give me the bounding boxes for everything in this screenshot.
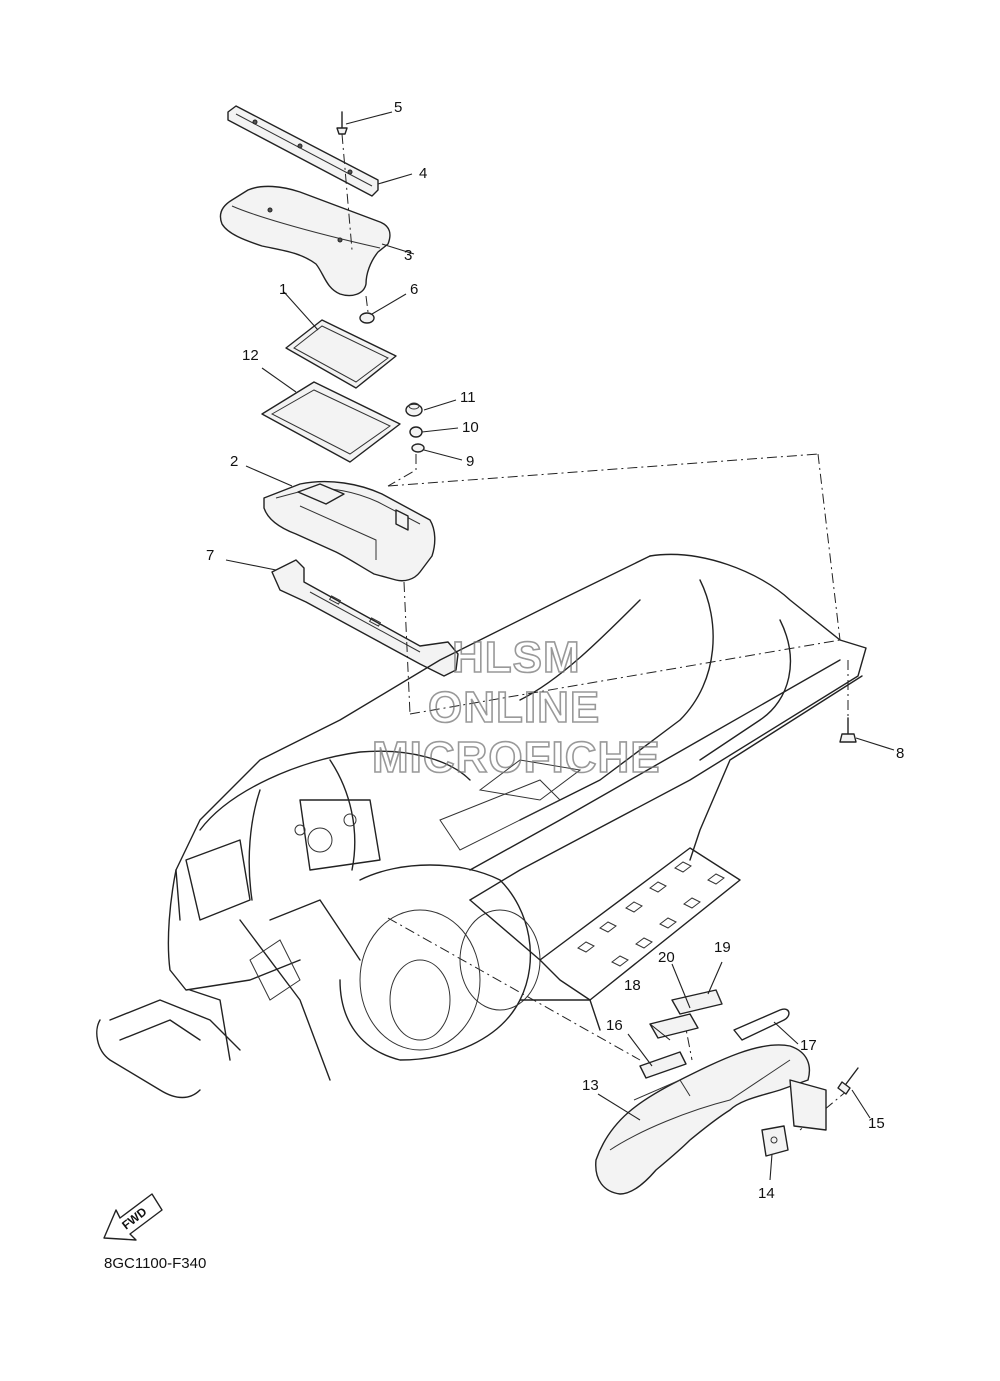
part-14-plate[interactable] [761,1125,789,1157]
part-7-stay[interactable] [271,559,459,677]
callout-19[interactable]: 19 [714,939,731,956]
part-16-plate[interactable] [639,1051,687,1079]
callout-7[interactable]: 7 [206,547,214,564]
callout-11[interactable]: 11 [460,389,476,406]
callout-8[interactable]: 8 [896,745,904,762]
part-6-grommet[interactable] [359,312,375,324]
part-20-label[interactable] [671,989,723,1015]
callout-numbers: 1 2 3 4 5 6 7 8 9 10 11 12 13 14 15 16 1… [206,99,904,1202]
part-10-nut[interactable] [409,426,423,438]
part-13-flap[interactable] [595,1044,811,1195]
callout-1[interactable]: 1 [279,281,287,298]
snowmobile-body [96,553,867,1099]
part-15-screw[interactable] [837,1067,859,1095]
callout-6[interactable]: 6 [410,281,418,298]
part-1-filter[interactable] [285,319,397,389]
callout-15[interactable]: 15 [868,1115,885,1132]
part-3-cover[interactable] [219,185,391,297]
assembly-lines [341,133,849,1131]
callout-16[interactable]: 16 [606,1017,623,1034]
part-12-gasket[interactable] [261,381,401,463]
part-19-leader-target [715,989,723,1005]
watermark-line-3: MICROFICHE [372,733,661,782]
part-5-screw[interactable] [336,111,348,135]
callout-2[interactable]: 2 [230,453,238,470]
diagram-code: 8GC1100-F340 [104,1255,206,1272]
callout-20[interactable]: 20 [658,949,675,966]
part-18-label[interactable] [649,1013,699,1039]
part-9-washer[interactable] [411,443,425,453]
watermark-line-1: HLSM [452,633,581,682]
part-4-bracket[interactable] [227,105,379,197]
callout-3[interactable]: 3 [404,247,412,264]
callout-4[interactable]: 4 [419,165,427,182]
part-2-housing[interactable] [263,480,436,582]
callout-10[interactable]: 10 [462,419,479,436]
fwd-arrow-icon: FWD [103,1193,163,1241]
watermark-line-2: ONLINE [428,683,600,732]
callout-14[interactable]: 14 [758,1185,775,1202]
callout-12[interactable]: 12 [242,347,259,364]
part-11-collar[interactable] [405,402,423,417]
callout-5[interactable]: 5 [394,99,402,116]
callout-9[interactable]: 9 [466,453,474,470]
callout-17[interactable]: 17 [800,1037,817,1054]
flap-bracket [789,1079,827,1131]
leader-lines [225,111,895,1181]
watermark: HLSM ONLINE MICROFICHE [371,632,661,783]
callout-13[interactable]: 13 [582,1077,599,1094]
callout-18[interactable]: 18 [624,977,641,994]
part-17-clip[interactable] [733,1008,790,1041]
part-8-bolt[interactable] [839,717,857,743]
